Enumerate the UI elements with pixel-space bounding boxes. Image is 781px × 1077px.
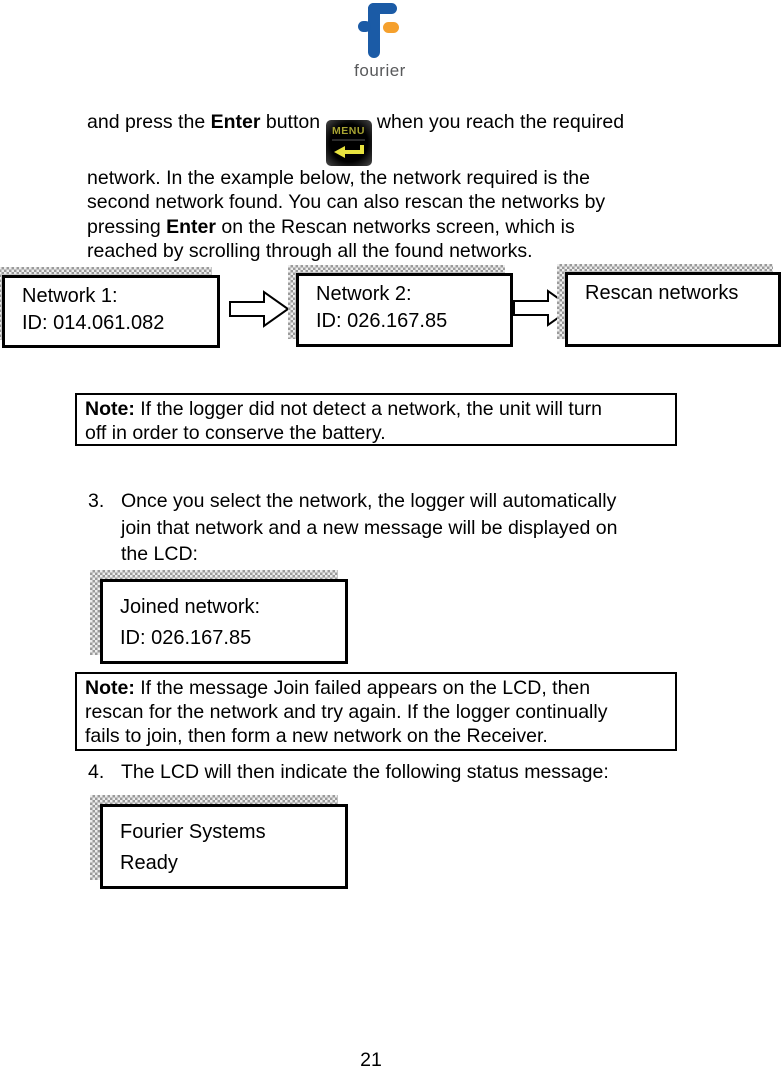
intro-text: when you reach the required bbox=[371, 111, 625, 133]
enter-arrow-icon bbox=[333, 145, 364, 158]
step-3-number: 3. bbox=[88, 490, 105, 512]
intro-line-2: network. In the example below, the netwo… bbox=[87, 166, 590, 189]
fourier-logo-wordmark: fourier bbox=[354, 61, 406, 80]
note-box-battery: Note: If the logger did not detect a net… bbox=[75, 393, 677, 446]
note-box-join-failed: Note: If the message Join failed appears… bbox=[75, 672, 677, 751]
intro-line-1: and press the Enter button MENU when you… bbox=[87, 110, 679, 166]
intro-text: button bbox=[260, 111, 326, 133]
lcd-screen-ready: Fourier Systems Ready bbox=[100, 804, 348, 889]
lcd-line: Network 2: bbox=[316, 283, 412, 305]
enter-bold: Enter bbox=[166, 215, 216, 238]
enter-bold: Enter bbox=[210, 111, 261, 133]
note-label: Note: bbox=[85, 677, 135, 699]
lcd-line: Fourier Systems bbox=[120, 821, 266, 843]
lcd-line: ID: 014.061.082 bbox=[22, 312, 165, 334]
step-4-text: The LCD will then indicate the following… bbox=[121, 761, 609, 783]
flow-arrow-icon bbox=[229, 290, 290, 328]
intro-line-5: reached by scrolling through all the fou… bbox=[87, 240, 533, 262]
note-text: off in order to conserve the battery. bbox=[85, 422, 386, 444]
lcd-screen-network-1: Network 1: ID: 014.061.082 bbox=[2, 275, 220, 348]
note-text: rescan for the network and try again. If… bbox=[85, 701, 608, 723]
menu-button-label: MENU bbox=[332, 126, 365, 141]
lcd-line: ID: 026.167.85 bbox=[316, 310, 448, 332]
intro-line-3: second network found. You can also resca… bbox=[87, 191, 606, 213]
lcd-screen-joined-network: Joined network: ID: 026.167.85 bbox=[100, 579, 348, 664]
lcd-screen-rescan: Rescan networks bbox=[565, 272, 781, 347]
note-text: If the logger did not detect a network, … bbox=[134, 398, 603, 420]
lcd-line: Rescan networks bbox=[585, 282, 739, 304]
menu-enter-button-icon: MENU bbox=[325, 119, 372, 166]
lcd-screen-network-2: Network 2: ID: 026.167.85 bbox=[296, 273, 513, 347]
note-label: Note: bbox=[85, 398, 135, 420]
step-3-line: Once you select the network, the logger … bbox=[121, 490, 617, 512]
note-text: If the message Join failed appears on th… bbox=[134, 677, 591, 699]
step-3-line: the LCD: bbox=[121, 543, 198, 565]
lcd-line: Network 1: bbox=[22, 285, 118, 307]
intro-text: on the Rescan networks screen, which is bbox=[215, 215, 575, 238]
page-number: 21 bbox=[360, 1049, 382, 1071]
lcd-line: Joined network: bbox=[120, 596, 261, 618]
fourier-logo: fourier bbox=[344, 1, 416, 81]
lcd-line: ID: 026.167.85 bbox=[120, 626, 252, 649]
intro-paragraph: and press the Enter button MENU when you… bbox=[87, 110, 679, 264]
fourier-logo-icon bbox=[358, 3, 399, 58]
step-4-number: 4. bbox=[88, 761, 105, 783]
note-text: fails to join, then form a new network o… bbox=[85, 725, 548, 747]
step-3-line: join that network and a new message will… bbox=[121, 516, 618, 539]
step-3-text: Once you select the network, the logger … bbox=[121, 488, 617, 568]
intro-line-4: pressing Enter on the Rescan networks sc… bbox=[87, 215, 679, 240]
intro-text: and press the bbox=[87, 111, 211, 133]
intro-text: pressing bbox=[87, 215, 167, 238]
lcd-line: Ready bbox=[120, 851, 178, 874]
